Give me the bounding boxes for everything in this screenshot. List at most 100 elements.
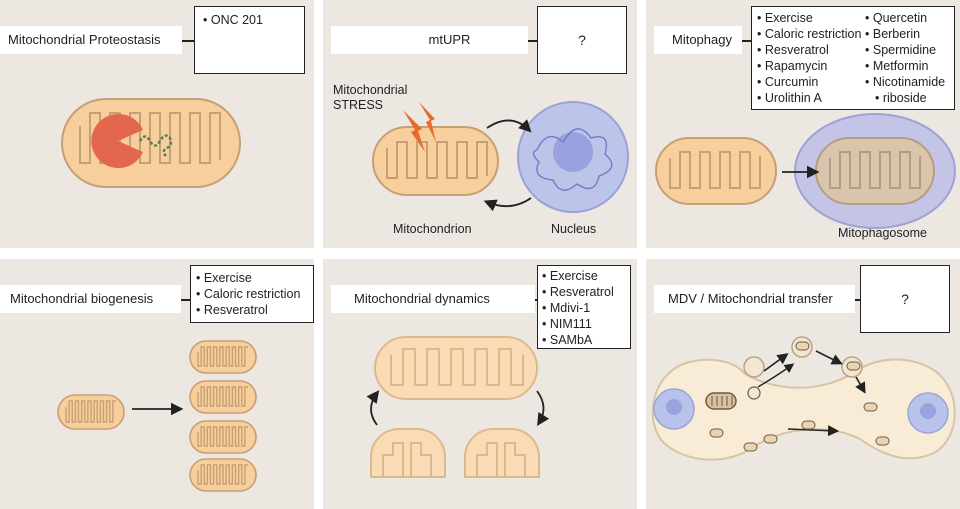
title-connector <box>182 40 194 42</box>
intervention-item: NIM111 <box>542 316 626 332</box>
intervention-item: Resveratrol <box>757 42 865 58</box>
intervention-list: Exercise Caloric restriction Resveratrol <box>196 270 308 318</box>
small-mitochondrion <box>763 434 778 444</box>
mitochondrion-cristae <box>382 442 432 477</box>
dynamics-illustration <box>366 336 550 478</box>
title-connector <box>742 40 752 42</box>
intervention-item: Rapamycin <box>757 58 865 74</box>
panel-mitochondrial-dynamics: Mitochondrial dynamics Exercise Resverat… <box>323 259 637 509</box>
misfolded-protein-chain <box>138 134 173 157</box>
protease-pacman <box>91 114 143 168</box>
arrow-to-mitochondrion <box>483 197 532 212</box>
nucleolus <box>553 132 593 172</box>
new-mitochondrion-2 <box>189 380 257 414</box>
fusion-arrow <box>366 390 380 426</box>
intervention-box-mdv: ? <box>860 265 950 333</box>
mitochondrion-cristae <box>197 386 248 407</box>
intervention-item: Metformin <box>865 58 945 74</box>
mitochondrion-cristae <box>711 396 733 406</box>
mitochondrion-cristae <box>476 442 526 477</box>
arrow-vesicle-entry <box>855 376 866 394</box>
panel-mitochondrial-biogenesis: Mitochondrial biogenesis Exercise Calori… <box>0 259 314 509</box>
mitochondrion-label: Mitochondrion <box>393 222 472 236</box>
panel-title-dynamics: Mitochondrial dynamics <box>331 285 535 313</box>
stress-label: Mitochondrial STRESS <box>333 83 408 112</box>
intervention-item: Caloric restriction <box>196 286 308 302</box>
intervention-box-biogenesis: Exercise Caloric restriction Resveratrol <box>190 265 314 323</box>
panel-mitochondrial-proteostasis: Mitochondrial Proteostasis ONC 201 <box>0 0 314 248</box>
new-mitochondrion-4 <box>189 458 257 492</box>
new-mitochondrion-3 <box>189 420 257 454</box>
intervention-item: Mdivi-1 <box>542 300 626 316</box>
lightning-icon <box>419 102 436 142</box>
intervention-box-mitophagy: Exercise Caloric restriction Resveratrol… <box>751 6 955 110</box>
title-connector <box>181 299 191 301</box>
fragmented-mitochondrion-right <box>464 428 540 478</box>
fused-mitochondrion <box>374 336 538 400</box>
budding-vesicle <box>743 356 765 378</box>
mitochondrion-cristae <box>197 346 248 367</box>
nucleolus <box>666 399 682 415</box>
fission-arrow <box>536 390 550 427</box>
title-connector <box>535 299 538 301</box>
intervention-box-mtupr: ? <box>537 6 627 74</box>
small-mitochondrion <box>863 402 878 412</box>
intervention-list-col2: Quercetin Berberin Spermidine Metformin … <box>865 10 945 106</box>
intervention-item: Urolithin A <box>757 90 865 106</box>
intervention-list-col1: Exercise Caloric restriction Resveratrol… <box>757 10 865 106</box>
donor-mitochondrion <box>705 392 737 410</box>
arrow-vesicle-uptake <box>815 350 843 365</box>
nucleolus <box>920 403 936 419</box>
intervention-item: riboside <box>865 90 945 106</box>
mitochondrion-cristae <box>669 151 761 189</box>
title-connector <box>528 40 538 42</box>
small-mitochondrion <box>875 436 890 446</box>
intervention-list: ONC 201 <box>203 12 296 28</box>
panel-mitophagy: Mitophagy Exercise Caloric restriction R… <box>646 0 960 248</box>
small-mitochondrion <box>743 442 758 452</box>
intervention-item: Resveratrol <box>196 302 308 318</box>
mitochondrion-cristae <box>197 426 248 447</box>
mitochondrion-outer-membrane <box>372 126 499 196</box>
mitochondrion-cristae <box>197 464 248 485</box>
panel-title-biogenesis: Mitochondrial biogenesis <box>0 285 181 313</box>
arrow-tunneling-transfer <box>787 425 840 437</box>
intervention-box-dynamics: Exercise Resveratrol Mdivi-1 NIM111 SAMb… <box>537 265 631 349</box>
intervention-item: Quercetin <box>865 10 945 26</box>
arrow-vesicle-release <box>763 353 789 372</box>
new-mitochondrion-1 <box>189 340 257 374</box>
vesicle <box>747 386 761 400</box>
panel-mtupr: mtUPR ? Mitochondrial STRESS Mitochondri… <box>323 0 637 248</box>
panel-mdv-mitochondrial-transfer: MDV / Mitochondrial transfer ? <box>646 259 960 509</box>
intervention-list: Exercise Resveratrol Mdivi-1 NIM111 SAMb… <box>542 268 626 348</box>
intervention-item: Exercise <box>757 10 865 26</box>
panel-title-proteostasis: Mitochondrial Proteostasis <box>0 26 182 54</box>
mitophagy-illustration <box>655 113 956 229</box>
biogenesis-illustration <box>57 340 257 492</box>
intervention-item: SAMbA <box>542 332 626 348</box>
fragmented-mitochondrion-left <box>370 428 446 478</box>
intervention-item: Curcumin <box>757 74 865 90</box>
intervention-item: Caloric restriction <box>757 26 865 42</box>
intervention-item: Exercise <box>542 268 626 284</box>
panel-title-mitophagy: Mitophagy <box>654 26 742 54</box>
intervention-item: Resveratrol <box>542 284 626 300</box>
chromatin <box>532 128 613 191</box>
intervention-item: Nicotinamide <box>865 74 945 90</box>
panel-title-mdv: MDV / Mitochondrial transfer <box>654 285 855 313</box>
mitochondrion-cristae <box>829 151 921 189</box>
small-mitochondrion <box>801 420 816 430</box>
title-connector <box>855 299 861 301</box>
mtupr-illustration <box>372 101 629 213</box>
mitochondrion-cristae <box>390 348 524 386</box>
intervention-item-continuation: riboside <box>882 91 927 105</box>
arrow-budding <box>757 363 795 388</box>
mitochondrion-cristae <box>65 400 116 423</box>
cell-membrane <box>651 358 956 461</box>
intervention-item: ONC 201 <box>203 12 296 28</box>
parent-mitochondrion <box>57 394 125 430</box>
small-mitochondrion <box>795 341 810 351</box>
mitophagosome-label: Mitophagosome <box>838 226 927 240</box>
nucleus-label: Nucleus <box>551 222 597 236</box>
lightning-icon <box>403 110 425 152</box>
